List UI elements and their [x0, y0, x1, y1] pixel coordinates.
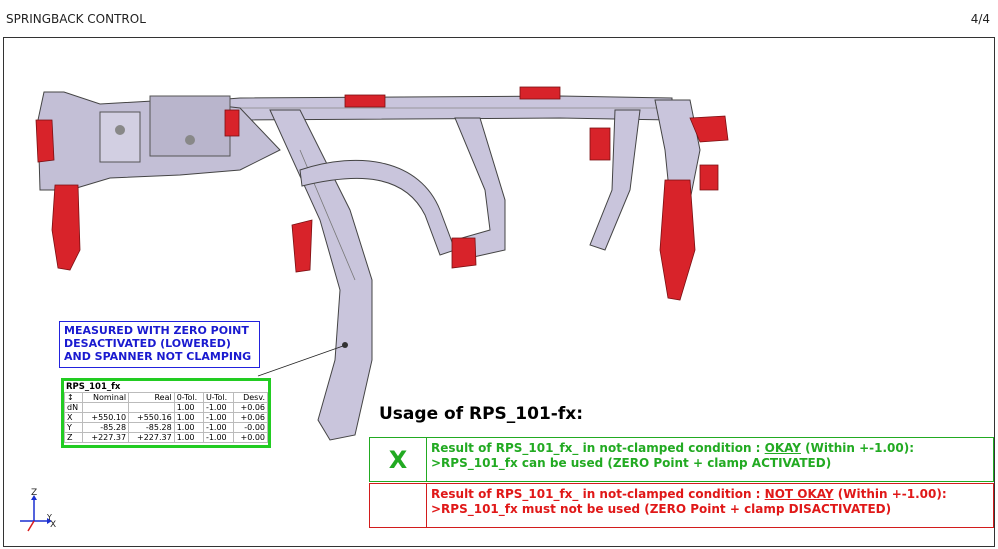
table-cell: 1.00 — [173, 412, 204, 423]
selected-mark: X — [370, 438, 427, 481]
measurement-table-box: RPS_101_fx ↕ Nominal Real 0-Tol. U-Tol. … — [61, 378, 271, 448]
table-cell: +550.10 — [82, 412, 130, 423]
result-not-okay-line-1: Result of RPS_101_fx_ in not-clamped con… — [431, 487, 989, 502]
col-header: Nominal — [82, 392, 130, 403]
page-header: SPRINGBACK CONTROL 4/4 — [0, 0, 998, 36]
axis-label-z: Z — [31, 488, 37, 498]
result-okay-text: Result of RPS_101_fx_ in not-clamped con… — [427, 438, 993, 481]
axis-label-x: X — [50, 520, 56, 530]
table-row: Y -85.28 -85.28 1.00 -1.00 -0.00 — [63, 422, 268, 433]
table-cell: -85.28 — [82, 422, 130, 433]
result-suffix: (Within +-1.00): — [800, 441, 915, 455]
table-row: Z +227.37 +227.37 1.00 -1.00 +0.00 — [63, 432, 268, 443]
table-cell: -1.00 — [202, 412, 235, 423]
table-row: dN 1.00 -1.00 +0.06 — [63, 402, 268, 413]
col-header: Desv. — [233, 392, 268, 403]
table-cell: +227.37 — [128, 432, 175, 443]
table-row: X +550.10 +550.16 1.00 -1.00 +0.06 — [63, 412, 268, 423]
table-cell: +0.06 — [233, 412, 268, 423]
result-not-okay-line-2: >RPS_101_fx must not be used (ZERO Point… — [431, 502, 892, 516]
table-cell: 1.00 — [173, 422, 204, 433]
result-prefix: Result of RPS_101_fx_ in not-clamped con… — [431, 441, 765, 455]
table-cell: Z — [63, 432, 84, 443]
table-cell: 1.00 — [173, 402, 204, 413]
table-cell: -1.00 — [202, 402, 235, 413]
note-line-2: DESACTIVATED (LOWERED) — [64, 337, 231, 350]
table-cell — [82, 402, 130, 413]
axis-label-y: Y — [46, 513, 52, 522]
table-cell: Y — [63, 422, 84, 433]
table-cell — [128, 402, 175, 413]
result-status: NOT OKAY — [764, 487, 834, 501]
col-header: ↕ — [63, 392, 84, 403]
col-header: 0-Tol. — [173, 392, 204, 403]
table-cell: +0.06 — [233, 402, 268, 413]
measurement-note: MEASURED WITH ZERO POINT DESACTIVATED (L… — [59, 321, 260, 368]
measurement-title: RPS_101_fx — [66, 382, 121, 392]
page-title: SPRINGBACK CONTROL — [6, 12, 146, 26]
middle-arch — [299, 159, 456, 256]
red-clamps — [35, 86, 729, 301]
measurement-table: ↕ Nominal Real 0-Tol. U-Tol. Desv. dN 1.… — [63, 392, 268, 443]
result-okay-line-2: >RPS_101_fx can be used (ZERO Point + cl… — [431, 456, 832, 470]
table-cell: -1.00 — [202, 422, 235, 433]
table-cell: -0.00 — [233, 422, 268, 433]
content-frame — [3, 37, 995, 547]
col-header: U-Tol. — [202, 392, 235, 403]
result-suffix: (Within +-1.00): — [833, 487, 947, 501]
table-cell: +550.16 — [128, 412, 175, 423]
table-cell: -85.28 — [128, 422, 175, 433]
col-header: Real — [128, 392, 175, 403]
table-cell: 1.00 — [173, 432, 204, 443]
note-line-3: AND SPANNER NOT CLAMPING — [64, 350, 252, 363]
result-not-okay-text: Result of RPS_101_fx_ in not-clamped con… — [427, 484, 993, 527]
table-cell: X — [63, 412, 84, 423]
table-cell: -1.00 — [202, 432, 235, 443]
note-line-1: MEASURED WITH ZERO POINT — [64, 324, 249, 337]
result-not-okay-row: Result of RPS_101_fx_ in not-clamped con… — [369, 483, 994, 528]
page-number: 4/4 — [970, 12, 990, 26]
table-cell: dN — [63, 402, 84, 413]
axis-triad-icon: Z X Y — [20, 488, 56, 532]
result-okay-line-1: Result of RPS_101_fx_ in not-clamped con… — [431, 441, 989, 456]
usage-title: Usage of RPS_101-fx: — [379, 404, 583, 424]
table-cell: +0.00 — [233, 432, 268, 443]
table-cell: +227.37 — [82, 432, 130, 443]
result-prefix: Result of RPS_101_fx_ in not-clamped con… — [431, 487, 765, 501]
table-header-row: ↕ Nominal Real 0-Tol. U-Tol. Desv. — [63, 392, 268, 403]
center-leg — [269, 109, 373, 441]
empty-mark — [370, 484, 427, 527]
result-okay-row: X Result of RPS_101_fx_ in not-clamped c… — [369, 437, 994, 482]
right-support — [589, 109, 641, 251]
result-status: OKAY — [764, 441, 801, 455]
